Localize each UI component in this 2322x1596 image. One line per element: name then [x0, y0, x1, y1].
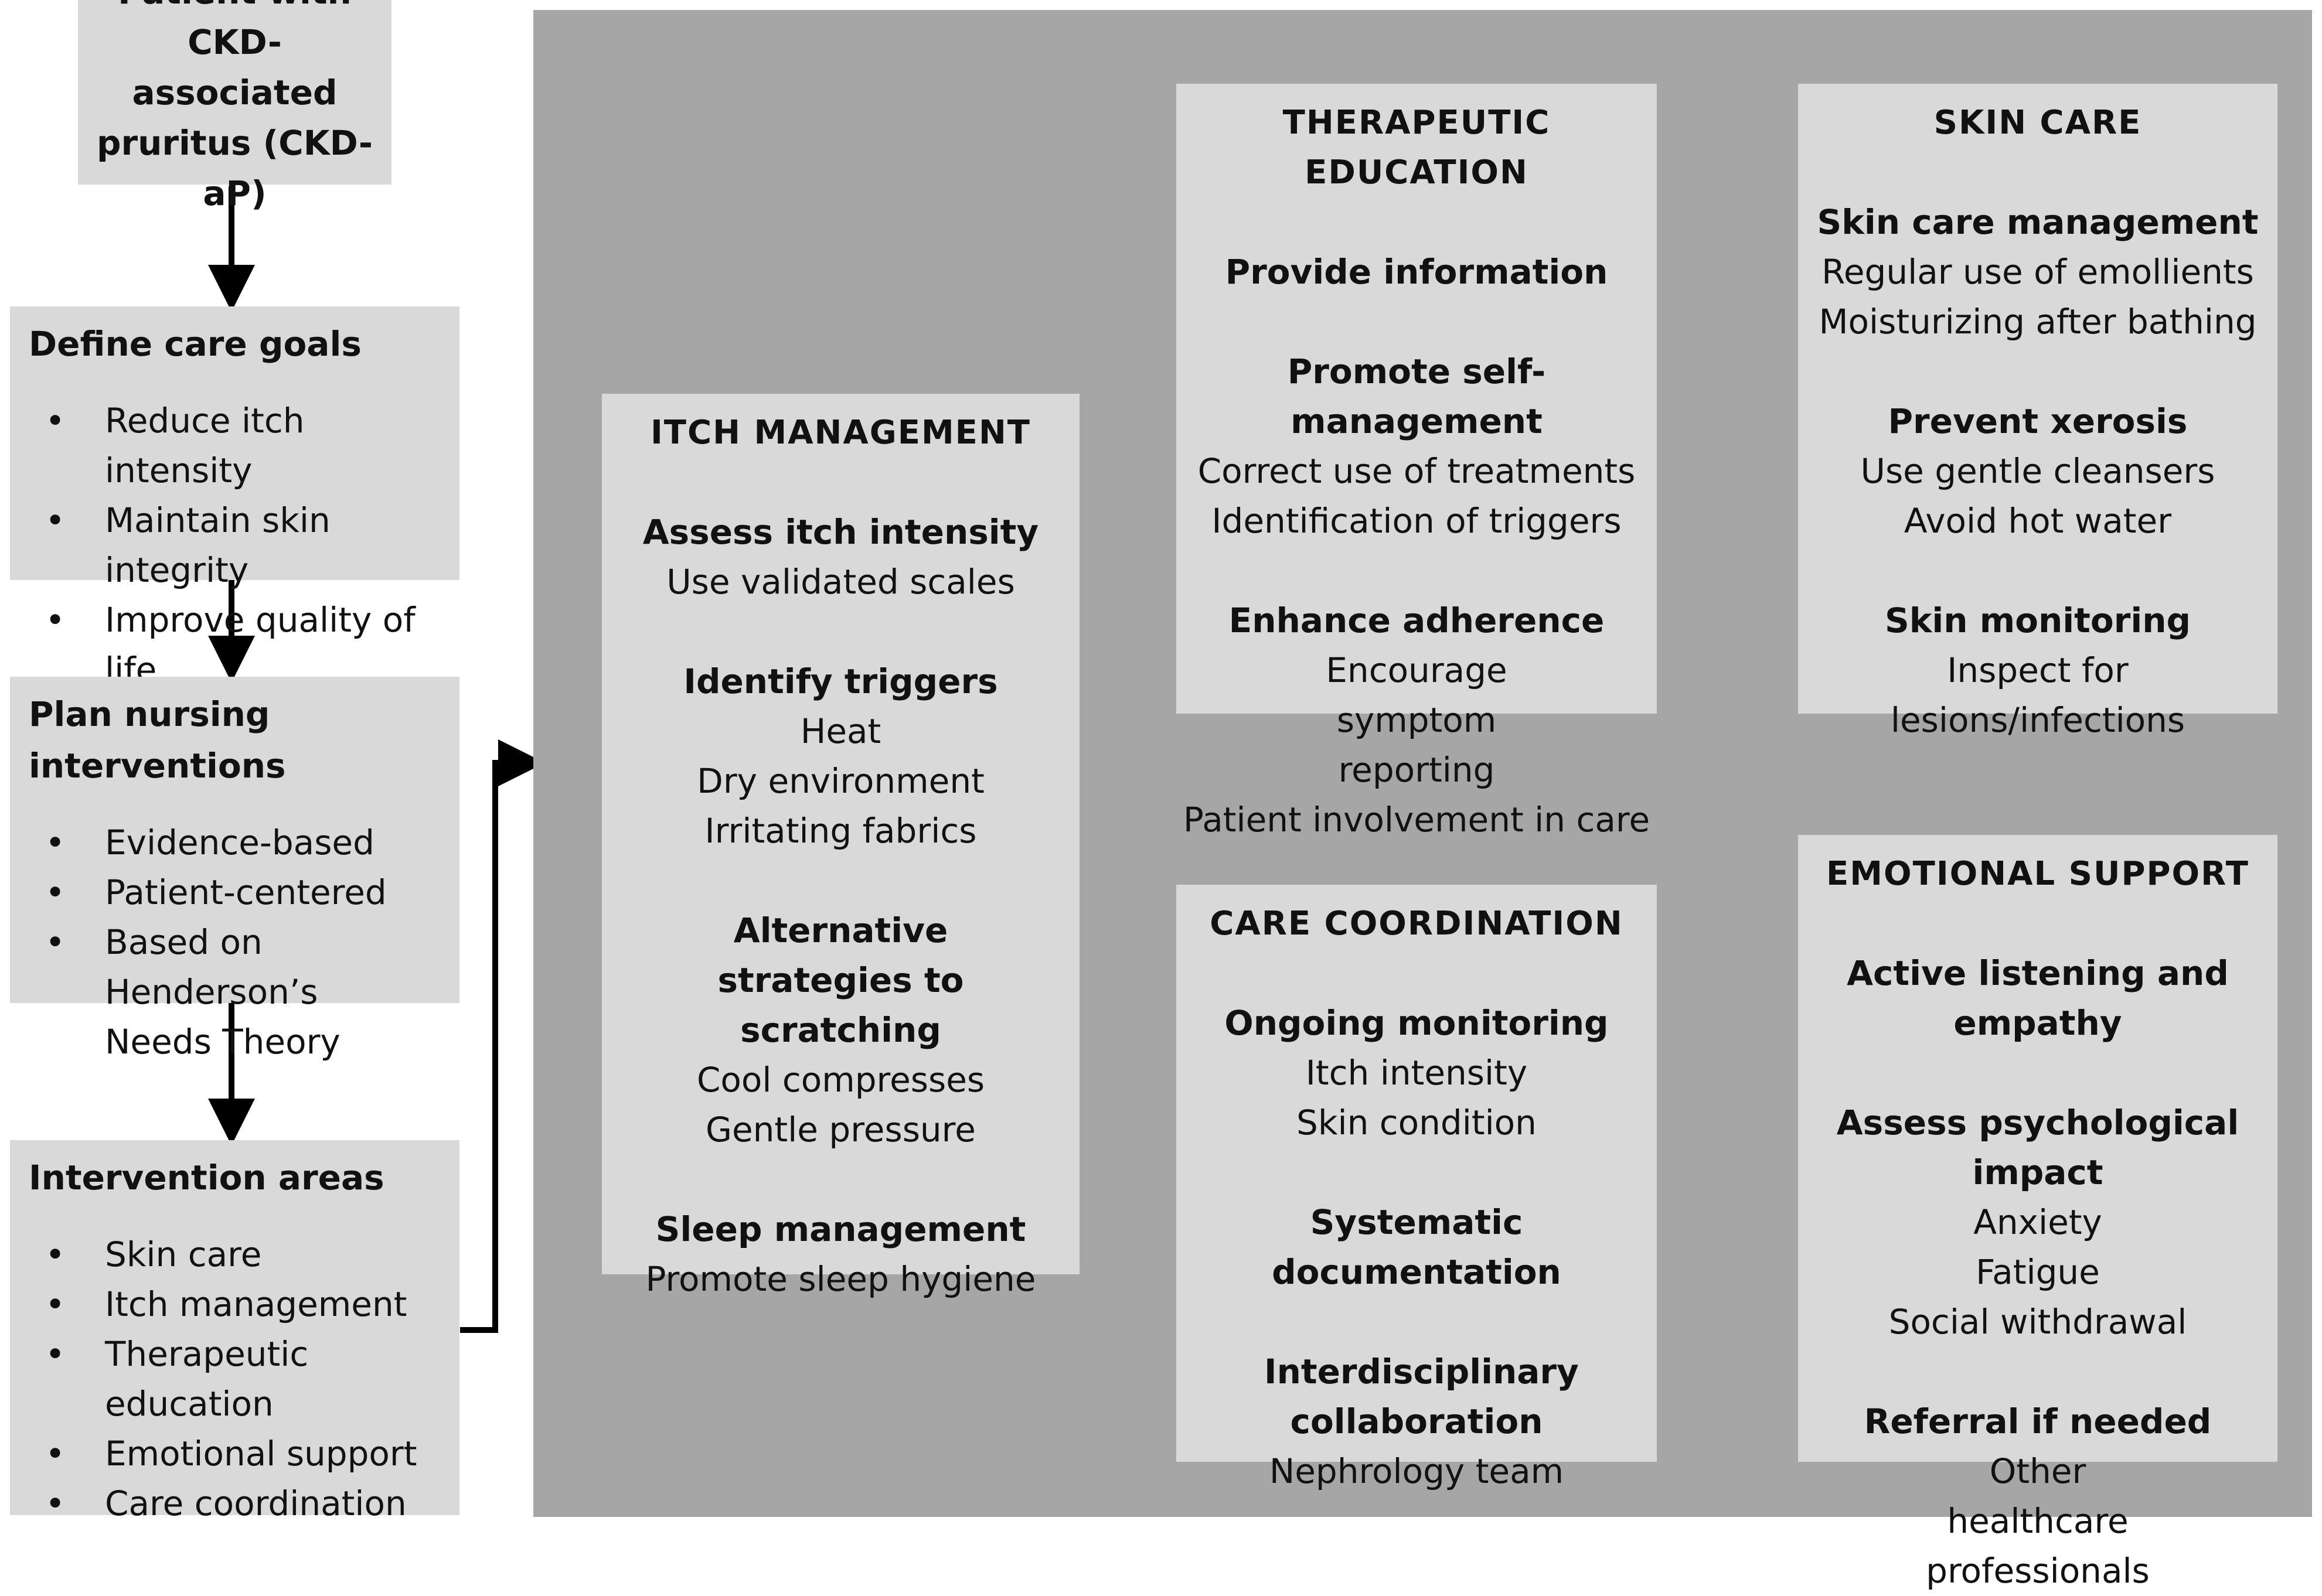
section-heading: Provide information: [1225, 252, 1608, 292]
section-item: Regular use of emollients: [1821, 252, 2254, 292]
bullet-glyph: •: [45, 872, 66, 912]
bullet-glyph: •: [45, 823, 66, 862]
emotional-support-title: EMOTIONAL SUPPORT: [1826, 855, 2249, 893]
flow-connectors: [208, 186, 545, 1333]
section-heading: Prevent xerosis: [1888, 401, 2188, 441]
section-item: Skin condition: [1296, 1103, 1537, 1143]
section-heading: Interdisciplinary collaboration: [1264, 1352, 1579, 1441]
section-heading: Enhance adherence: [1228, 601, 1605, 640]
section-item: Correct use of treatments: [1197, 451, 1636, 491]
section-item: Fatigue: [1976, 1252, 2100, 1292]
section-item: Moisturizing after bathing: [1819, 302, 2257, 342]
list-item: •Maintain skin integrity: [29, 496, 459, 595]
itch-management-box: ITCH MANAGEMENT Assess itch intensity Us…: [602, 394, 1080, 1299]
bullet-glyph: •: [45, 922, 66, 962]
section-item: Patient involvement in care: [1183, 800, 1650, 840]
skin-care-box: SKIN CARE Skin care management Regular u…: [1798, 84, 2277, 740]
section-item: Gentle pressure: [706, 1110, 976, 1150]
intervention-areas-box: Intervention areas •Skin care •Itch mana…: [10, 1140, 459, 1523]
nursing-interventions-title: Plan nursing interventions: [29, 694, 286, 786]
section-heading: Sleep management: [655, 1209, 1026, 1249]
list-item: •Evidence-based: [29, 818, 459, 868]
start-box: Patient with CKD-associated pruritus (CK…: [78, 0, 391, 213]
care-coordination-box: CARE COORDINATION Ongoing monitoring Itc…: [1176, 885, 1657, 1491]
list-item: •Therapeutic education: [29, 1329, 459, 1429]
section-item: Inspect for lesions/infections: [1890, 650, 2185, 740]
section-item: Nephrology team: [1269, 1451, 1564, 1491]
start-label: Patient with CKD-associated pruritus (CK…: [97, 0, 373, 213]
nursing-interventions-list: •Evidence-based •Patient-centered •Based…: [29, 818, 459, 1067]
section-heading: Assess psychological impact: [1836, 1103, 2239, 1192]
intervention-areas-title: Intervention areas: [29, 1158, 384, 1198]
section-item: Promote sleep hygiene: [645, 1259, 1036, 1299]
therapeutic-education-title: THERAPEUTIC EDUCATION: [1282, 104, 1551, 192]
section-heading: Promote self-management: [1287, 352, 1546, 441]
bullet-glyph: •: [45, 1234, 66, 1274]
bullet-glyph: •: [45, 1484, 66, 1523]
bullet-glyph: •: [45, 1334, 66, 1374]
care-goals-title: Define care goals: [29, 324, 362, 364]
list-item: •Based on Henderson’s Needs Theory: [29, 918, 433, 1067]
section-item: Use gentle cleansers: [1860, 451, 2215, 491]
section-item: Encourage symptom reporting: [1326, 650, 1507, 790]
section-item: Avoid hot water: [1904, 501, 2172, 541]
care-coordination-title: CARE COORDINATION: [1210, 905, 1623, 943]
section-item: Irritating fabrics: [704, 811, 977, 851]
bullet-glyph: •: [45, 1434, 66, 1474]
emotional-support-box: EMOTIONAL SUPPORT Active listening and e…: [1798, 835, 2277, 1591]
itch-management-title: ITCH MANAGEMENT: [650, 414, 1031, 452]
section-heading: Alternative strategies to scratching: [717, 910, 964, 1050]
arrow-areas-to-panel: [460, 739, 545, 1333]
section-heading: Skin care management: [1817, 202, 2259, 242]
section-item: Dry environment: [697, 761, 985, 801]
list-item: •Emotional support: [29, 1429, 459, 1479]
nursing-interventions-box: Plan nursing interventions •Evidence-bas…: [10, 677, 459, 1062]
therapeutic-education-box: THERAPEUTIC EDUCATION Provide informatio…: [1176, 84, 1657, 840]
list-item: •Care coordination: [29, 1479, 459, 1529]
list-item: •Skin care: [29, 1230, 459, 1280]
care-goals-list: •Reduce itch intensity •Maintain skin in…: [29, 396, 459, 695]
bullet-glyph: •: [45, 600, 66, 640]
section-item: Cool compresses: [696, 1060, 985, 1100]
list-item: •Patient-centered: [29, 868, 459, 918]
section-item: Other healthcare professionals: [1926, 1451, 2150, 1591]
section-item: Identification of triggers: [1211, 501, 1622, 541]
intervention-areas-list: •Skin care •Itch management •Therapeutic…: [29, 1230, 459, 1529]
section-heading: Ongoing monitoring: [1224, 1003, 1609, 1043]
list-item: •Itch management: [29, 1280, 459, 1329]
section-heading: Referral if needed: [1864, 1401, 2212, 1441]
section-heading: Systematic documentation: [1272, 1202, 1561, 1292]
section-heading: Skin monitoring: [1884, 601, 2191, 640]
section-heading: Identify triggers: [683, 661, 998, 701]
list-item: •Reduce itch intensity: [29, 396, 459, 496]
bullet-glyph: •: [45, 1284, 66, 1324]
section-item: Anxiety: [1973, 1202, 2102, 1242]
section-item: Social withdrawal: [1888, 1302, 2187, 1342]
bullet-glyph: •: [45, 500, 66, 540]
bullet-glyph: •: [45, 401, 66, 441]
skin-care-title: SKIN CARE: [1933, 104, 2142, 142]
section-heading: Assess itch intensity: [642, 512, 1039, 552]
care-goals-box: Define care goals •Reduce itch intensity…: [10, 306, 459, 690]
section-item: Itch intensity: [1305, 1053, 1528, 1093]
section-heading: Active listening and empathy: [1847, 953, 2229, 1043]
section-item: Heat: [800, 711, 881, 751]
section-item: Use validated scales: [666, 562, 1015, 602]
